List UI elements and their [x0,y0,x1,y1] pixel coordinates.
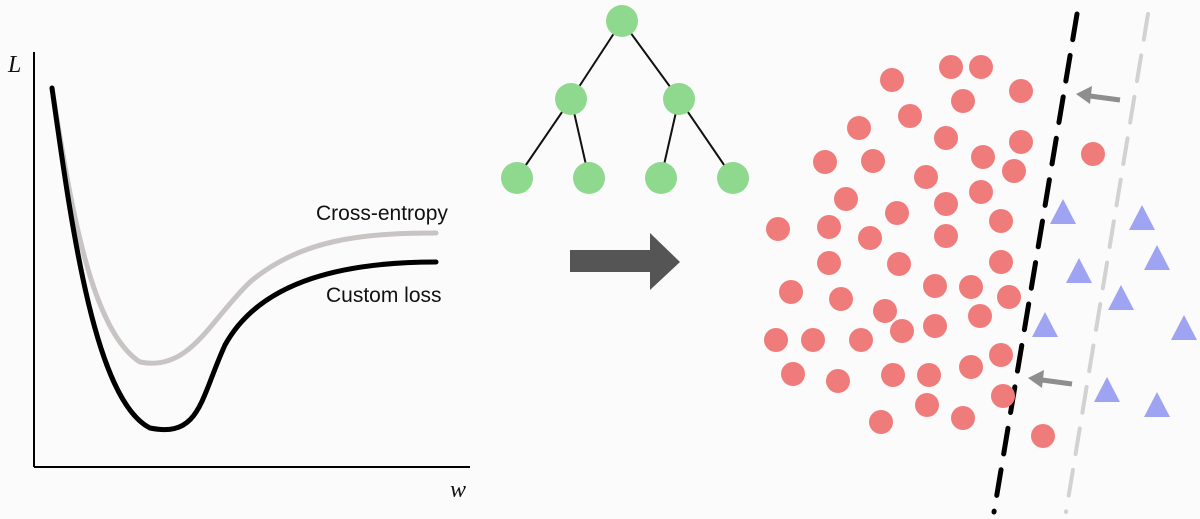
decision-tree [501,5,749,194]
tree-leaf-node [717,162,749,194]
circle-point [951,89,975,113]
tree-leaf-node [573,162,605,194]
circle-point [1002,159,1026,183]
circle-point [826,369,850,393]
circle-point [781,362,805,386]
circle-point [881,363,905,387]
circle-point [969,55,993,79]
circle-point [939,55,963,79]
transform-arrow [570,233,680,290]
circle-point [764,328,788,352]
triangle-point [1144,245,1170,270]
old-decision-boundary [1064,12,1150,514]
triangle-point [1032,312,1058,337]
triangle-point [1094,377,1120,402]
circle-point [914,165,938,189]
custom-loss-curve [49,85,439,432]
triangle-class-points [1032,199,1197,417]
circle-point [869,410,893,434]
circle-point [989,209,1013,233]
circle-point [779,280,803,304]
circle-point [766,217,790,241]
circle-point [887,252,911,276]
circle-point [813,150,837,174]
circle-point [915,393,939,417]
circle-point [1009,130,1033,154]
circle-point [1081,142,1105,166]
tree-internal-node [555,83,587,115]
circle-point [880,68,904,92]
circle-point [917,363,941,387]
tree-nodes [501,5,749,194]
circle-point [968,304,992,328]
circle-point [989,250,1013,274]
circle-point [989,343,1013,367]
circle-point [934,192,958,216]
circle-point [873,299,897,323]
triangle-point [1171,315,1197,340]
x-axis-label: w [450,477,466,503]
shift-arrow [1028,370,1073,388]
circle-point [885,201,909,225]
circle-point [959,275,983,299]
circle-point [858,226,882,250]
cross-entropy-label: Cross-entropy [316,202,448,225]
new-decision-boundary [991,11,1080,515]
circle-point [971,145,995,169]
circle-point [849,328,873,352]
triangle-point [1066,258,1092,283]
custom-loss-label: Custom loss [326,284,442,307]
circle-point [969,180,993,204]
circle-point [934,224,958,248]
circle-class-points [764,55,1105,448]
circle-point [829,287,853,311]
circle-point [1031,424,1055,448]
shift-arrows [1028,86,1121,388]
circle-point [923,274,947,298]
tree-edges [516,20,734,179]
circle-point [959,355,983,379]
shift-arrow [1076,86,1121,104]
tree-edge [621,20,680,100]
circle-point [997,285,1021,309]
triangle-point [1129,205,1155,230]
circle-point [898,104,922,128]
triangle-point [1050,199,1076,224]
y-axis-label: L [7,52,21,78]
circle-point [923,314,947,338]
circle-point [847,116,871,140]
circle-point [1009,79,1033,103]
circle-point [861,149,885,173]
loss-plot: L w Cross-entropy Custom loss [7,52,470,503]
circle-point [951,406,975,430]
circle-point [817,251,841,275]
circle-point [817,215,841,239]
classification-panel [764,11,1197,515]
tree-leaf-node [645,162,677,194]
triangle-point [1144,392,1170,417]
triangle-point [1108,285,1134,310]
circle-point [834,187,858,211]
circle-point [890,319,914,343]
cross-entropy-curve [49,85,439,366]
circle-point [801,328,825,352]
circle-point [934,126,958,150]
tree-internal-node [663,83,695,115]
tree-root-node [606,5,638,37]
tree-leaf-node [501,162,533,194]
circle-point [991,384,1015,408]
